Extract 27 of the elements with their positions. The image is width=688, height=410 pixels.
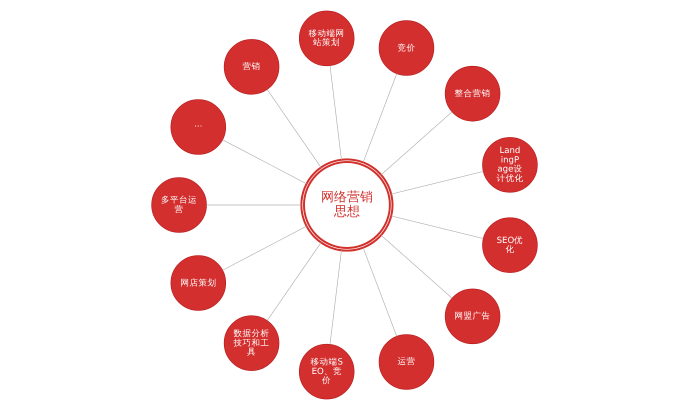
node-circle: ···	[170, 99, 226, 155]
node-circle: 整合营销	[444, 66, 500, 122]
node-circle: 网络营销思想	[300, 158, 394, 252]
connector	[266, 242, 321, 321]
node-circle: 移动端SEO、竞价	[298, 344, 354, 400]
node-circle: LandingPage设计优化	[482, 137, 538, 193]
connector	[390, 171, 484, 194]
node-circle: 运营	[378, 334, 434, 390]
node-circle: 营销	[223, 39, 279, 95]
connector	[329, 65, 342, 160]
connector	[380, 234, 452, 298]
connector	[380, 112, 452, 176]
node-circle: 多平台运营	[150, 177, 206, 233]
connector	[222, 139, 306, 184]
node-circle: 网盟广告	[444, 288, 500, 344]
node-circle: 网店策划	[170, 255, 226, 311]
connector	[390, 216, 484, 239]
node-circle: 竞价	[378, 20, 434, 76]
node-circle: 移动端网站策划	[298, 10, 354, 66]
connector	[362, 247, 397, 337]
node-circle: SEO优化	[482, 217, 538, 273]
connector	[222, 226, 306, 271]
connector	[362, 73, 397, 163]
connector	[329, 250, 342, 345]
connector	[206, 204, 302, 206]
node-circle: 数据分析技巧和工具	[223, 315, 279, 371]
connector	[266, 89, 321, 168]
